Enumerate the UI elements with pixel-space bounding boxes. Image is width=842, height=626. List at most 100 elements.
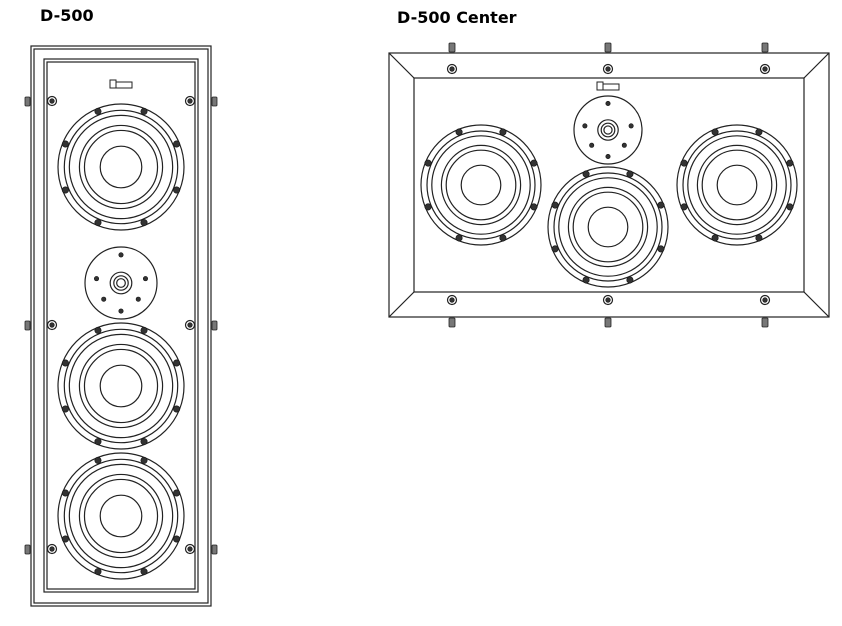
mount-screw-left-bottom xyxy=(46,543,58,555)
mount-screw-left-mid xyxy=(46,319,58,331)
center-woofer-left-screw xyxy=(530,203,538,211)
mount-tab-right-bottom xyxy=(211,544,218,555)
center-woofer-left-screw xyxy=(455,128,463,136)
woofer-middle-dust-cap xyxy=(99,364,143,408)
woofer-top-screw xyxy=(140,107,148,115)
center-woofer-middle-surround-inner xyxy=(567,186,649,268)
woofer-bottom-dust-cap xyxy=(99,494,143,538)
woofer-bottom-outer-ring xyxy=(57,452,185,580)
d500-center-title: D-500 Center xyxy=(397,8,517,27)
woofer-top-cone-edge xyxy=(83,129,159,205)
center-woofer-middle-screw xyxy=(657,245,665,253)
center-woofer-right-screw xyxy=(755,234,763,242)
center-woofer-middle-screw xyxy=(551,201,559,209)
center-tweeter-screw xyxy=(605,100,611,106)
frame-bevel-tl xyxy=(388,52,415,79)
mount-tab-right-mid xyxy=(211,320,218,331)
woofer-top-screw xyxy=(140,219,148,227)
center-woofer-left-screw xyxy=(499,234,507,242)
center-tweeter-screw xyxy=(628,123,634,129)
center-woofer-right-screw xyxy=(680,159,688,167)
mount-screw-left-top-center xyxy=(49,98,55,104)
woofer-middle-outer-ring xyxy=(57,322,185,450)
center-tweeter-plate xyxy=(573,95,643,165)
frame-bevel-tr xyxy=(803,52,830,79)
mount-screw-right-bottom-center xyxy=(187,546,193,552)
woofer-bottom-screw xyxy=(61,535,69,543)
mount-screw-right-mid-center xyxy=(187,322,193,328)
center-woofer-middle-surround-outer xyxy=(558,177,658,277)
woofer-top-surround-outer xyxy=(68,114,174,220)
center-woofer-left-screw xyxy=(530,159,538,167)
woofer-middle-basket-ring xyxy=(63,328,179,444)
center-logo xyxy=(596,81,620,91)
woofer-middle-screw xyxy=(140,326,148,334)
woofer-top-surround-inner xyxy=(78,124,164,210)
woofer-bottom-screw xyxy=(140,568,148,576)
center-mount-tab-bottom-mid xyxy=(604,317,612,328)
center-woofer-right-screw xyxy=(680,203,688,211)
woofer-top-outer-ring xyxy=(57,103,185,231)
woofer-bottom-cone-edge xyxy=(83,478,159,554)
mount-screw-right-bottom xyxy=(184,543,196,555)
center-mount-screw-top-mid-center xyxy=(605,66,611,72)
logo-wordmark xyxy=(115,81,133,89)
woofer-bottom-screw xyxy=(94,456,102,464)
woofer-top-screw xyxy=(61,140,69,148)
woofer-top-screw xyxy=(173,140,181,148)
tweeter-dome xyxy=(113,275,129,291)
center-mount-screw-bottom-right xyxy=(759,294,771,306)
center-mount-screw-top-left-center xyxy=(449,66,455,72)
woofer-middle xyxy=(57,322,185,450)
tweeter xyxy=(84,246,158,320)
d500-title: D-500 xyxy=(40,6,94,25)
center-tweeter-screw xyxy=(621,142,627,148)
center-woofer-middle-cone-edge xyxy=(572,191,644,263)
woofer-middle-screw xyxy=(94,438,102,446)
center-woofer-left-surround-outer xyxy=(431,135,531,235)
woofer-bottom-screw xyxy=(173,489,181,497)
mount-screw-right-mid xyxy=(184,319,196,331)
woofer-middle-cone-edge xyxy=(83,348,159,424)
center-woofer-middle xyxy=(547,166,669,288)
center-woofer-left-screw xyxy=(424,159,432,167)
center-tweeter-dome-center xyxy=(603,125,613,135)
woofer-middle-screw xyxy=(61,405,69,413)
center-tweeter xyxy=(573,95,643,165)
baffle-outer xyxy=(43,58,199,593)
center-woofer-middle-outer-ring xyxy=(547,166,669,288)
center-tweeter-screw xyxy=(589,142,595,148)
center-woofer-right-surround-inner xyxy=(696,144,778,226)
woofer-middle-screw xyxy=(173,359,181,367)
mount-tab-left-top xyxy=(24,96,31,107)
center-logo-wordmark xyxy=(602,83,620,91)
center-woofer-right-cone-edge xyxy=(701,149,773,221)
center-outer-frame xyxy=(388,52,830,318)
center-mount-screw-bottom-left-center xyxy=(449,297,455,303)
center-mount-screw-bottom-right-center xyxy=(762,297,768,303)
center-woofer-right-dust-cap xyxy=(716,164,758,206)
woofer-top-dust-cap xyxy=(99,145,143,189)
woofer-bottom-screw xyxy=(140,456,148,464)
center-woofer-right-screw xyxy=(786,203,794,211)
center-tweeter-waveguide xyxy=(597,119,619,141)
center-mount-screw-bottom-mid xyxy=(602,294,614,306)
center-woofer-right-basket-ring xyxy=(682,130,792,240)
center-woofer-left-basket-ring xyxy=(426,130,536,240)
woofer-bottom-surround-outer xyxy=(68,463,174,569)
tweeter-screw xyxy=(142,276,148,282)
woofer-bottom-screw xyxy=(94,568,102,576)
center-woofer-left-cone-edge xyxy=(445,149,517,221)
center-mount-screw-top-mid xyxy=(602,63,614,75)
center-woofer-middle-dust-cap xyxy=(587,206,629,248)
outer-frame xyxy=(30,45,212,607)
center-mount-tab-bottom-left xyxy=(448,317,456,328)
center-woofer-left xyxy=(420,124,542,246)
center-logo-mark xyxy=(596,81,604,91)
woofer-middle-screw xyxy=(61,359,69,367)
center-woofer-middle-screw xyxy=(626,276,634,284)
woofer-middle-screw xyxy=(173,405,181,413)
frame-bevel-br xyxy=(803,291,830,318)
center-mount-screw-bottom-mid-center xyxy=(605,297,611,303)
